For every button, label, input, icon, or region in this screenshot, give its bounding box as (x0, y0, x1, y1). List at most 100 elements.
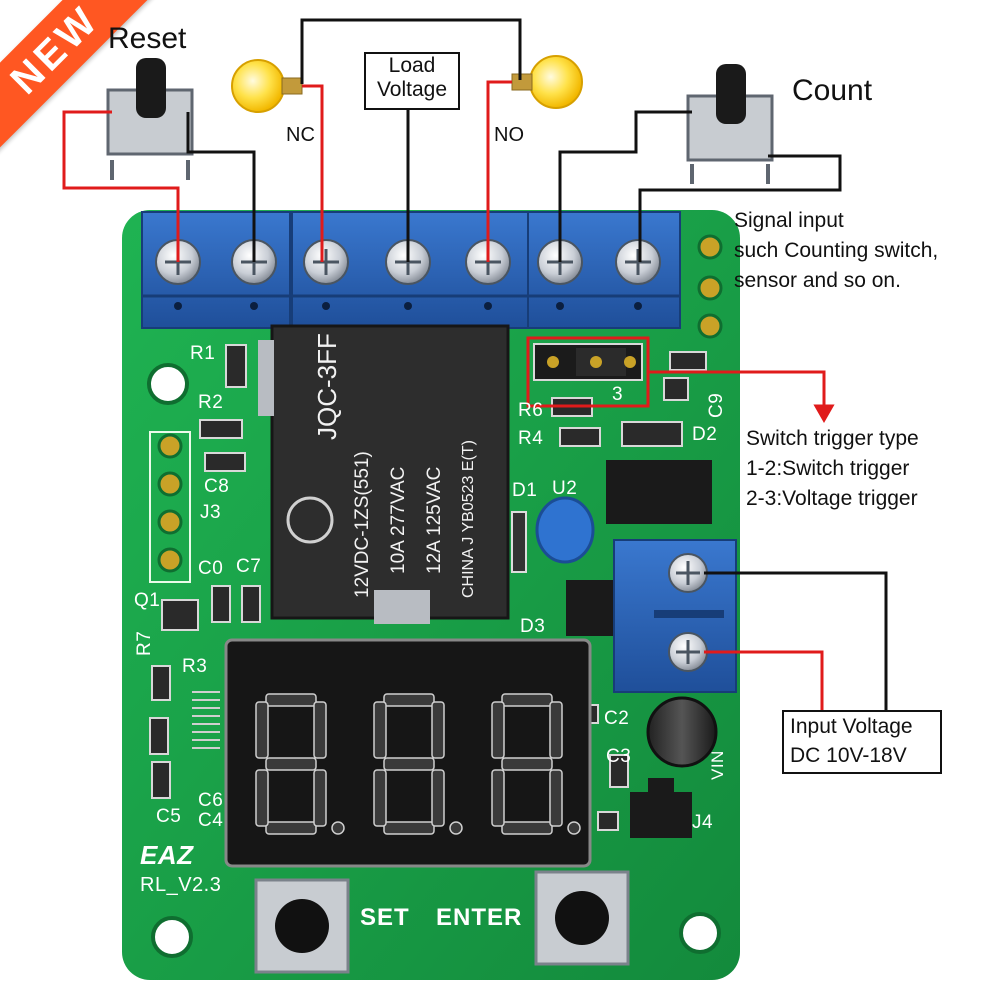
silk-r6: R6 (518, 400, 544, 421)
display-segment (501, 693, 553, 707)
set-button[interactable] (254, 878, 350, 974)
enter-button[interactable] (534, 870, 630, 966)
signal-input-line-2: such Counting switch, (734, 239, 939, 262)
j3-header (149, 431, 191, 583)
silk-jumper-3: 3 (612, 384, 624, 405)
silk-c2: C2 (604, 708, 630, 729)
signal-header-pins (697, 234, 723, 339)
display-segment (255, 769, 269, 827)
reset-label: Reset (108, 22, 187, 55)
display-segment (265, 821, 317, 835)
count-external-button[interactable] (686, 64, 774, 184)
brand-logo: EAZ (140, 840, 194, 870)
display-segment (373, 769, 387, 827)
terminal-wire-hole (404, 302, 412, 310)
silk-c9: C9 (706, 392, 727, 418)
signal-input-line-1: Signal input (734, 209, 844, 232)
display-segment (491, 701, 505, 759)
transistor-d3 (566, 580, 614, 636)
signal-input-note: Signal input such Counting switch, senso… (734, 206, 938, 296)
count-label: Count (792, 74, 873, 107)
relay (258, 324, 510, 624)
terminal-screw-slot (313, 249, 339, 275)
diode-d1 (511, 511, 527, 573)
terminal-screw-slot (625, 249, 651, 275)
switch-trigger-line-1: Switch trigger type (746, 427, 919, 450)
input-voltage-line-1: Input Voltage (790, 715, 913, 738)
display-segment (549, 769, 563, 827)
silk-r3: R3 (182, 656, 208, 677)
smd-components (149, 344, 707, 831)
display-segment (373, 701, 387, 759)
silk-j4: J4 (692, 812, 714, 833)
no-bulb-icon (511, 55, 583, 109)
seven-segment-display (224, 638, 592, 868)
silk-r2: R2 (198, 392, 224, 413)
display-segment (491, 769, 505, 827)
ceramic-capacitor (535, 496, 595, 564)
silk-c7: C7 (236, 556, 262, 577)
display-segment (549, 701, 563, 759)
display-segment (383, 757, 435, 771)
board-version: RL_V2.3 (140, 874, 222, 896)
optocoupler-chip (606, 460, 712, 524)
relay-line-3: 12A 125VAC (424, 466, 445, 574)
display-segment (501, 821, 553, 835)
silk-d2: D2 (692, 424, 718, 445)
display-segment (313, 701, 327, 759)
silk-c8: C8 (204, 476, 230, 497)
silk-d3: D3 (520, 616, 546, 637)
display-segment (265, 757, 317, 771)
terminal-wire-hole (174, 302, 182, 310)
silk-c6: C6 (198, 790, 224, 811)
input-voltage-box: Input Voltage DC 10V-18V (782, 710, 942, 774)
silk-j3: J3 (200, 502, 222, 523)
display-decimal-point (331, 821, 345, 835)
display-connector (192, 691, 220, 749)
display-segment (431, 769, 445, 827)
silk-r7: R7 (134, 630, 155, 656)
terminal-wire-hole (250, 302, 258, 310)
terminal-wire-hole (634, 302, 642, 310)
relay-line-2: 10A 277VAC (388, 466, 409, 574)
wiring (62, 18, 888, 712)
reset-external-button[interactable] (106, 58, 194, 180)
display-segment (313, 769, 327, 827)
display-segment (383, 693, 435, 707)
display-segment (265, 693, 317, 707)
switch-trigger-note: Switch trigger type 1-2:Switch trigger 2… (746, 424, 919, 514)
relay-line-4: CHINA J YB0523 E(T) (460, 440, 477, 598)
load-voltage-line-1: Load (388, 54, 436, 77)
silk-q1: Q1 (134, 590, 161, 611)
trigger-jumper[interactable] (526, 336, 650, 408)
silk-u2: U2 (552, 478, 578, 499)
silk-r1: R1 (190, 343, 216, 364)
power-terminal-block (613, 539, 737, 693)
relay-model-text: JQC-3FF (312, 333, 342, 440)
signal-input-line-3: sensor and so on. (734, 269, 901, 292)
display-decimal-point (567, 821, 581, 835)
silk-c5: C5 (156, 806, 182, 827)
voltage-regulator (630, 792, 692, 838)
display-segment (255, 701, 269, 759)
display-segment (383, 821, 435, 835)
enter-button-label: ENTER (436, 904, 523, 931)
terminal-wire-hole (322, 302, 330, 310)
silk-c0: C0 (198, 558, 224, 579)
switch-trigger-line-3: 2-3:Voltage trigger (746, 487, 918, 510)
nc-bulb-icon (231, 59, 303, 113)
display-segment (501, 757, 553, 771)
terminal-wire-hole (484, 302, 492, 310)
silk-vin: VIN (708, 750, 727, 780)
display-segment (431, 701, 445, 759)
load-voltage-box: Load Voltage (364, 52, 460, 110)
electrolytic-capacitor (646, 696, 718, 768)
silk-r4: R4 (518, 428, 544, 449)
silk-c4: C4 (198, 810, 224, 831)
terminal-wire-hole (556, 302, 564, 310)
relay-line-1: 12VDC-1ZS(551) (352, 451, 373, 598)
silk-d1: D1 (512, 480, 538, 501)
load-voltage-line-2: Voltage (376, 78, 448, 101)
set-button-label: SET (360, 904, 410, 931)
